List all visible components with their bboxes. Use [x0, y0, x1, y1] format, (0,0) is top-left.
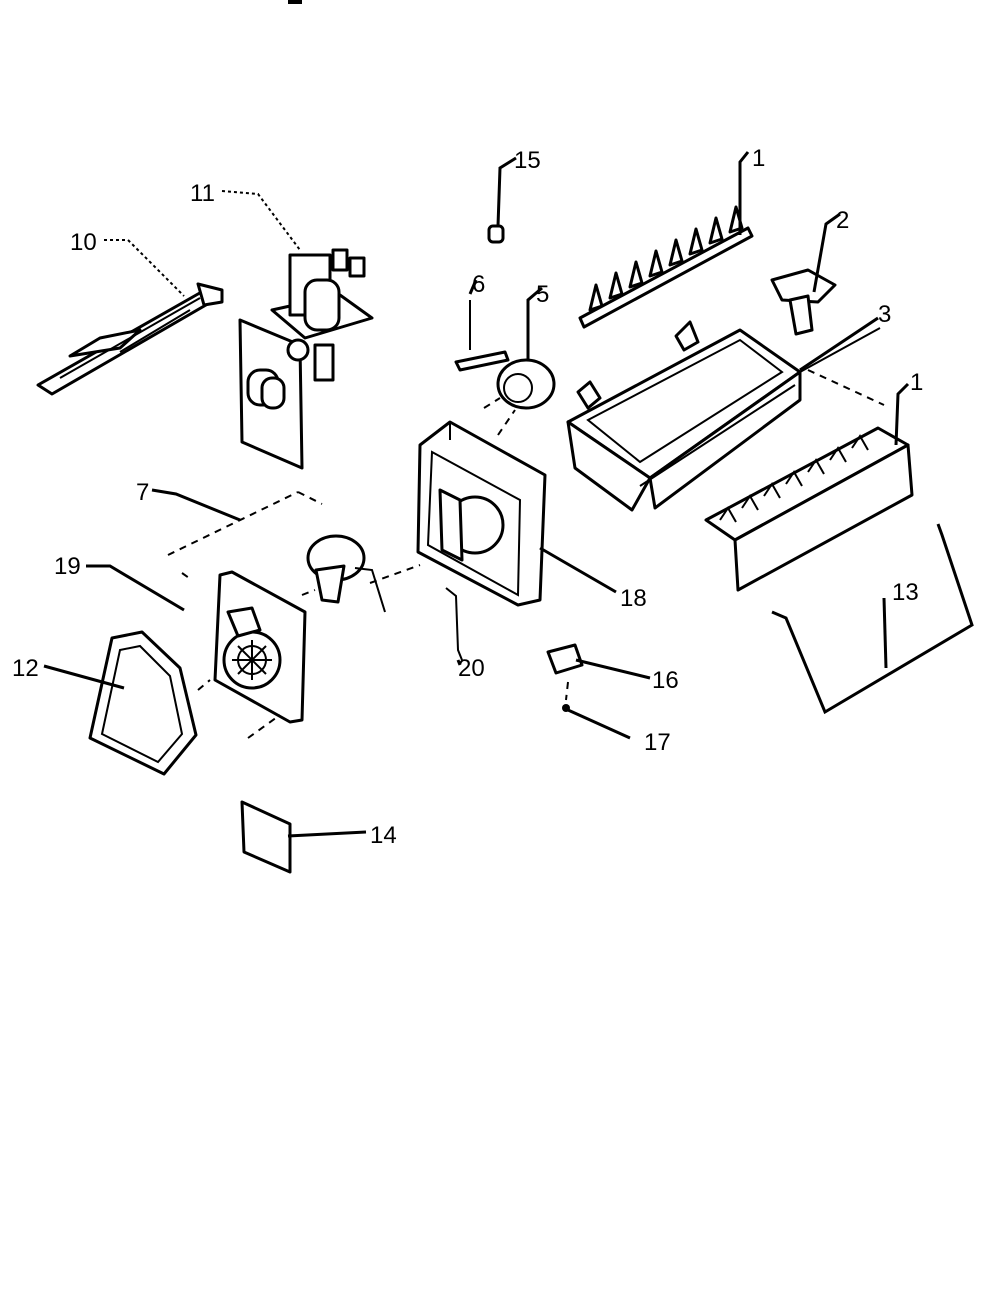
part-11-water-valve — [238, 248, 374, 470]
callout-7: 7 — [136, 479, 149, 506]
part-3-ice-mold — [566, 320, 881, 512]
part-1-front-housing — [704, 426, 914, 592]
callout-18: 18 — [620, 585, 647, 612]
callout-2: 2 — [836, 207, 849, 234]
callout-17: 17 — [644, 729, 671, 756]
part-7-wire — [167, 491, 323, 556]
callout-12: 12 — [12, 655, 39, 682]
part-6-lever — [454, 300, 510, 372]
part-1-ejector-upper — [578, 205, 754, 329]
callout-13: 13 — [892, 579, 919, 606]
part-13-bail-wire — [771, 523, 974, 715]
callout-3: 3 — [878, 301, 891, 328]
callout-19: 19 — [54, 553, 81, 580]
callout-14: 14 — [370, 822, 397, 849]
callout-20: 20 — [458, 655, 485, 682]
callout-5: 5 — [536, 281, 549, 308]
callout-6: 6 — [472, 271, 485, 298]
part-2-bracket — [770, 268, 837, 336]
part-5-motor — [496, 358, 556, 410]
part-19-mounting-plate — [213, 570, 307, 724]
callout-1-lower: 1 — [910, 369, 923, 396]
part-18-housing-frame — [416, 420, 547, 607]
assembly-dash-lines — [181, 369, 885, 739]
part-10-heater-strip — [36, 282, 224, 396]
callout-11: 11 — [190, 180, 215, 207]
callout-10: 10 — [70, 229, 97, 256]
part-12-cover — [88, 630, 198, 776]
callout-1-upper: 1 — [752, 145, 765, 172]
part-16-switch — [546, 643, 584, 675]
top-mark — [288, 0, 302, 4]
part-15-nut — [487, 224, 505, 244]
leader-lines — [43, 151, 910, 838]
part-20-gasket — [445, 587, 463, 661]
callout-15: 15 — [514, 147, 541, 174]
part-motor-assembly — [306, 534, 386, 613]
callout-16: 16 — [652, 667, 679, 694]
part-14-label — [240, 800, 292, 874]
